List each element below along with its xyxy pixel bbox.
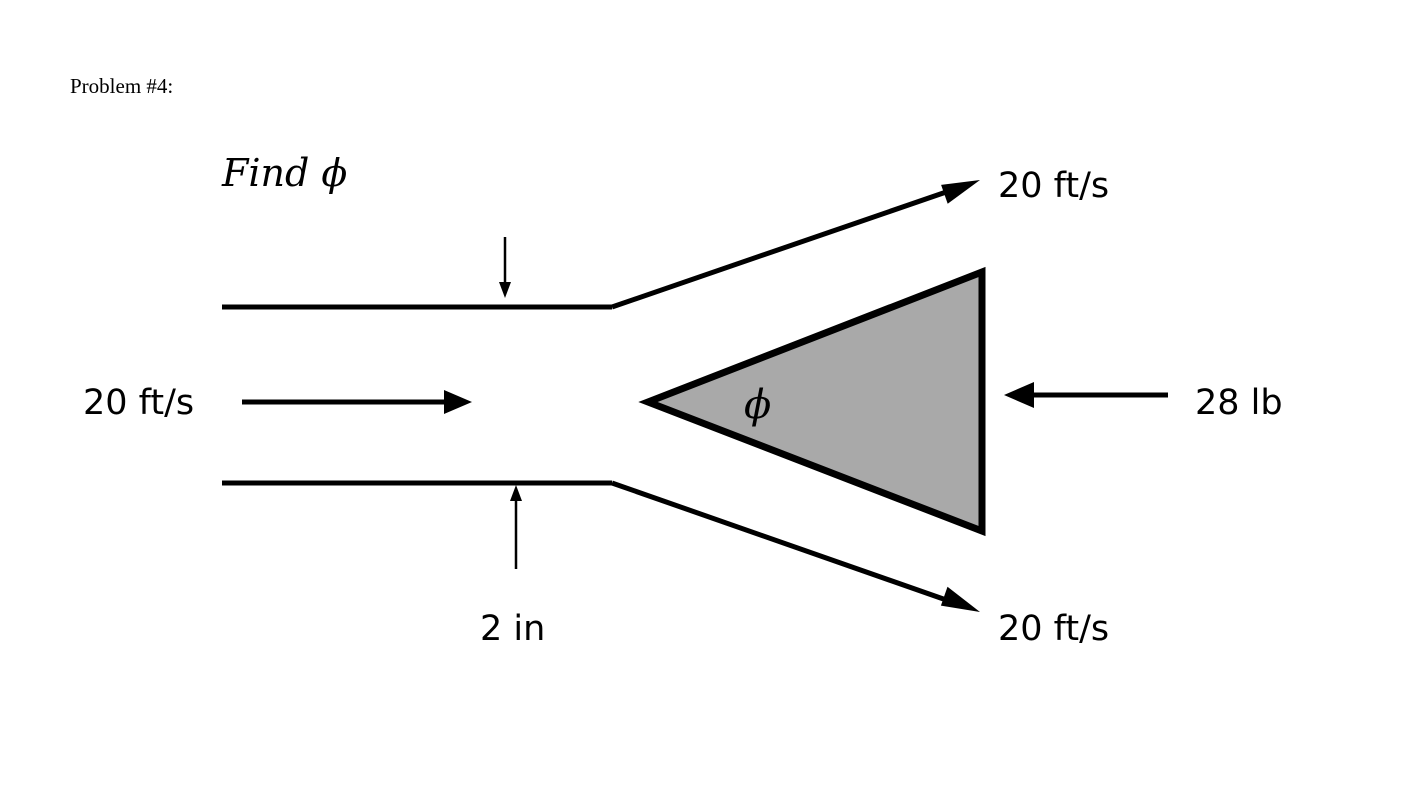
problem-title: Problem #4: (70, 74, 173, 98)
diameter-dimension-bottom-arrow (510, 485, 522, 569)
lower-outlet-velocity-label: 20 ft/s (998, 609, 1109, 649)
diameter-label: 2 in (480, 609, 545, 649)
diameter-dimension-top-arrow (499, 237, 511, 298)
force-arrow (1004, 382, 1168, 408)
force-label: 28 lb (1195, 383, 1283, 423)
inlet-velocity-label: 20 ft/s (83, 383, 194, 423)
wedge-angle-symbol: ϕ (744, 382, 771, 428)
wedge (638, 266, 986, 537)
upper-outlet-arrow (611, 180, 980, 310)
inlet-velocity-arrow (242, 390, 472, 414)
lower-outlet-arrow (611, 480, 980, 612)
upper-outlet-velocity-label: 20 ft/s (998, 166, 1109, 206)
find-instruction: Find ϕ (221, 151, 347, 195)
